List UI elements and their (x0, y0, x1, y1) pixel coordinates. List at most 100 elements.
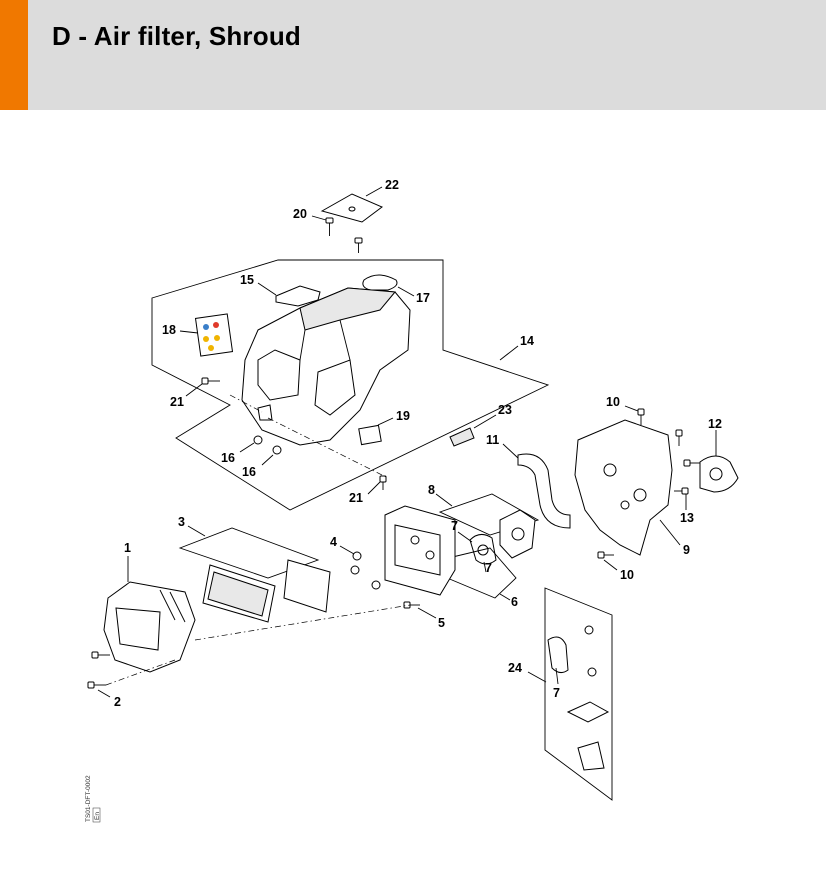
callout-16-a: 16 (221, 442, 255, 465)
svg-text:7: 7 (485, 561, 492, 575)
drawing-code: TS01-DFT-0002 En (85, 775, 101, 823)
callout-16-b: 16 (242, 454, 274, 479)
assembly-line-shroud (229, 394, 389, 479)
svg-text:6: 6 (511, 595, 518, 609)
screen-23-part (449, 427, 475, 447)
svg-text:16: 16 (242, 465, 256, 479)
callout-15: 15 (240, 273, 277, 296)
screw-13-part (674, 487, 689, 495)
svg-text:19: 19 (396, 409, 410, 423)
flange-12-hole (709, 467, 723, 481)
gasket-set-frame (544, 587, 613, 801)
callout-13: 13 (680, 494, 694, 525)
callout-24: 24 (508, 661, 547, 683)
screw-near-12b-part (683, 459, 700, 467)
callout-22: 22 (365, 178, 399, 197)
svg-text:1: 1 (124, 541, 131, 555)
svg-text:7: 7 (451, 519, 458, 533)
gasket-set-plate-a (566, 701, 610, 723)
grommet-16-a (253, 435, 263, 445)
callout-5: 5 (417, 607, 445, 630)
nut-4-c (371, 580, 381, 590)
svg-text:24: 24 (508, 661, 522, 675)
svg-text:21: 21 (170, 395, 184, 409)
svg-text:22: 22 (385, 178, 399, 192)
gasket-set-ring-a (584, 625, 594, 635)
screw-2-part (87, 681, 106, 689)
carrier-9-part (574, 419, 673, 556)
callout-12: 12 (708, 417, 722, 456)
warning-label-18 (194, 313, 234, 357)
page-header: D - Air filter, Shroud (0, 0, 826, 110)
filter-cover-1-part (103, 581, 196, 673)
callout-17: 17 (397, 286, 430, 305)
nut-4-a (352, 551, 362, 561)
svg-text:3: 3 (178, 515, 185, 529)
screw-cover-part (354, 237, 363, 253)
svg-text:10: 10 (606, 395, 620, 409)
svg-text:En: En (94, 812, 101, 820)
assembly-line-filter (105, 604, 411, 686)
svg-text:14: 14 (520, 334, 534, 348)
svg-text:12: 12 (708, 417, 722, 431)
callout-1: 1 (124, 541, 131, 582)
svg-text:8: 8 (428, 483, 435, 497)
callout-3: 3 (178, 515, 206, 537)
screw-cover-a-part (91, 651, 110, 659)
svg-text:17: 17 (416, 291, 430, 305)
shroud-body-part (241, 287, 411, 446)
callout-21-upper: 21 (170, 383, 203, 409)
callout-4: 4 (330, 535, 355, 555)
svg-text:15: 15 (240, 273, 254, 287)
svg-text:20: 20 (293, 207, 307, 221)
base-plate-part (384, 505, 456, 596)
svg-text:4: 4 (330, 535, 337, 549)
filter-kit-frame (178, 527, 320, 579)
callout-21-lower: 21 (349, 481, 381, 505)
page-title: D - Air filter, Shroud (52, 21, 302, 51)
svg-text:16: 16 (221, 451, 235, 465)
svg-text:5: 5 (438, 616, 445, 630)
callout-10-upper: 10 (606, 395, 639, 412)
svg-text:2: 2 (114, 695, 121, 709)
svg-text:18: 18 (162, 323, 176, 337)
screw-20-part (325, 217, 334, 236)
callout-8: 8 (428, 483, 453, 507)
screw-21-lower-part (379, 475, 387, 490)
plate-17-part (362, 274, 398, 291)
screw-10-lower-part (597, 551, 614, 559)
callout-10-lower: 10 (603, 559, 634, 582)
screw-21-upper-part (201, 377, 220, 385)
svg-text:13: 13 (680, 511, 694, 525)
screw-5-part (403, 601, 420, 609)
svg-text:10: 10 (620, 568, 634, 582)
callout-9: 9 (659, 519, 690, 557)
grommet-16-b (272, 445, 282, 455)
gasket-set-7-part (547, 636, 569, 674)
svg-text:21: 21 (349, 491, 363, 505)
callout-14: 14 (499, 334, 534, 361)
gasket-kit-frame (438, 493, 540, 536)
callout-20: 20 (293, 207, 327, 221)
gasket-set-plate-b (577, 741, 605, 771)
header-accent-bar (0, 0, 28, 110)
callout-11: 11 (486, 433, 519, 459)
callout-19: 19 (377, 409, 410, 426)
callout-7-c: 7 (553, 667, 560, 700)
cover-plate-hole (348, 206, 356, 212)
nut-4-b (350, 565, 360, 575)
svg-text:TS01-DFT-0002: TS01-DFT-0002 (85, 775, 92, 822)
filter-plate-part (283, 559, 331, 613)
shroud-kit-frame (151, 259, 550, 511)
callout-7-a: 7 (451, 519, 473, 543)
air-filter-part (202, 564, 276, 623)
callout-2: 2 (97, 689, 121, 709)
svg-text:23: 23 (498, 403, 512, 417)
gasket-plate-hole (511, 527, 525, 541)
callout-18: 18 (162, 323, 199, 337)
gasket-set-ring-b (587, 667, 597, 677)
intake-tube-11-part (517, 453, 571, 529)
decal-19-part (358, 424, 382, 446)
callout-23: 23 (473, 403, 512, 429)
